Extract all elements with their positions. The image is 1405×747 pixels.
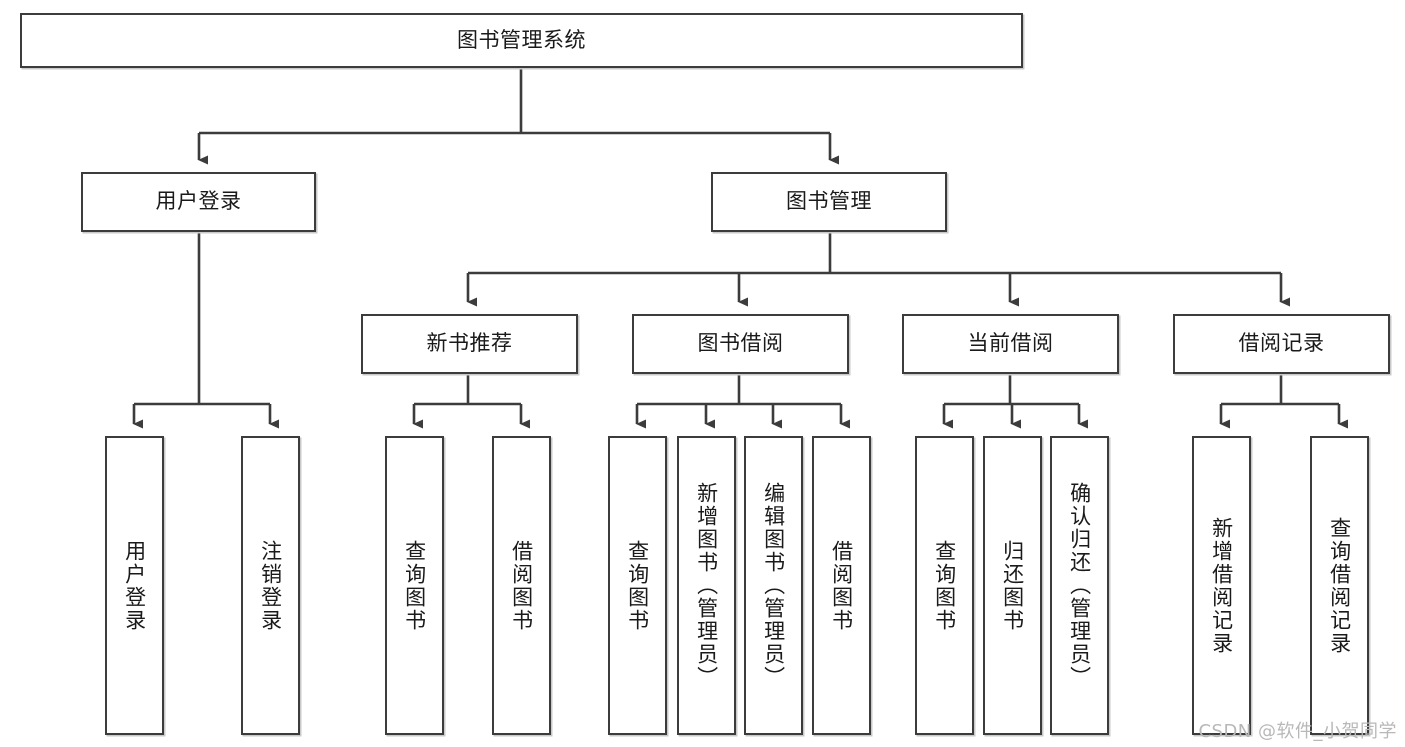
- node-book-management-label: 图书管理: [786, 189, 872, 214]
- leaf-borrow-record-2-label: 查询借阅记录: [1327, 516, 1352, 655]
- leaf-borrow-record-1-label: 新增借阅记录: [1209, 516, 1234, 655]
- node-user-login-label: 用户登录: [155, 189, 242, 214]
- node-current-borrow-label: 当前借阅: [967, 331, 1054, 356]
- node-user-login[interactable]: 用户登录: [81, 172, 316, 232]
- leaf-current-borrow-3-label: 确认归还（管理员）: [1067, 482, 1092, 689]
- node-book-borrow-label: 图书借阅: [697, 331, 784, 356]
- leaf-new-book-2[interactable]: 借阅图书: [492, 436, 551, 735]
- leaf-book-borrow-1-label: 查询图书: [625, 539, 650, 632]
- node-root[interactable]: 图书管理系统: [20, 13, 1023, 68]
- node-borrow-record-label: 借阅记录: [1238, 331, 1325, 356]
- node-book-management[interactable]: 图书管理: [711, 172, 947, 232]
- node-root-label: 图书管理系统: [457, 27, 586, 52]
- node-new-book-recommend-label: 新书推荐: [426, 331, 513, 356]
- leaf-user-login-2[interactable]: 注销登录: [241, 436, 300, 735]
- leaf-new-book-1-label: 查询图书: [402, 539, 427, 632]
- leaf-borrow-record-1[interactable]: 新增借阅记录: [1192, 436, 1251, 735]
- leaf-current-borrow-1-label: 查询图书: [932, 539, 957, 632]
- leaf-user-login-2-label: 注销登录: [258, 539, 283, 632]
- node-book-borrow[interactable]: 图书借阅: [632, 314, 849, 374]
- leaf-new-book-1[interactable]: 查询图书: [385, 436, 444, 735]
- node-new-book-recommend[interactable]: 新书推荐: [361, 314, 578, 374]
- leaf-book-borrow-2[interactable]: 新增图书（管理员）: [677, 436, 736, 735]
- leaf-current-borrow-1[interactable]: 查询图书: [915, 436, 974, 735]
- leaf-book-borrow-3-label: 编辑图书（管理员）: [761, 482, 786, 689]
- leaf-current-borrow-2-label: 归还图书: [1000, 539, 1025, 632]
- leaf-current-borrow-3[interactable]: 确认归还（管理员）: [1050, 436, 1109, 735]
- leaf-borrow-record-2[interactable]: 查询借阅记录: [1310, 436, 1369, 735]
- leaf-book-borrow-3[interactable]: 编辑图书（管理员）: [744, 436, 803, 735]
- leaf-book-borrow-1[interactable]: 查询图书: [608, 436, 667, 735]
- leaf-book-borrow-2-label: 新增图书（管理员）: [694, 482, 719, 689]
- node-borrow-record[interactable]: 借阅记录: [1173, 314, 1390, 374]
- leaf-user-login-1-label: 用户登录: [122, 539, 147, 632]
- leaf-book-borrow-4-label: 借阅图书: [829, 539, 854, 632]
- leaf-new-book-2-label: 借阅图书: [509, 539, 534, 632]
- leaf-current-borrow-2[interactable]: 归还图书: [983, 436, 1042, 735]
- leaf-book-borrow-4[interactable]: 借阅图书: [812, 436, 871, 735]
- leaf-user-login-1[interactable]: 用户登录: [105, 436, 164, 735]
- node-current-borrow[interactable]: 当前借阅: [902, 314, 1119, 374]
